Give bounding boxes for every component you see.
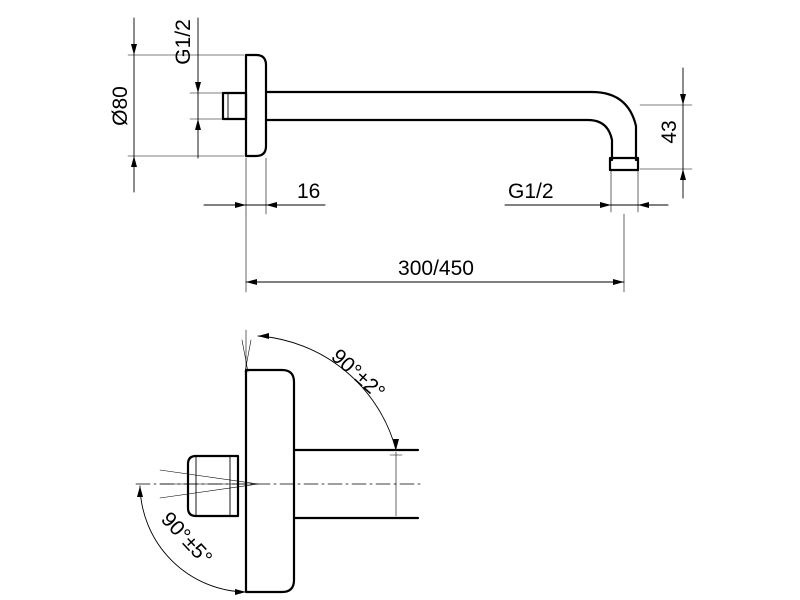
inlet-nipple: [221, 91, 248, 121]
bottom-nipple: [186, 454, 240, 518]
wall-flange: [244, 53, 268, 158]
diameter-dimension: Ø80: [109, 17, 245, 193]
drop-height-label: 43: [658, 120, 681, 143]
outlet-angle-label: 90°±2°: [327, 345, 389, 404]
outlet-thread-dimension: G1/2: [504, 170, 669, 213]
outlet-nut: [608, 156, 640, 172]
outlet-thread-label: G1/2: [508, 180, 554, 203]
tolerance-line-2: [244, 339, 252, 373]
projection-dimension: 300/450: [245, 213, 625, 293]
side-view: Ø80 G1/2 16 43: [109, 17, 693, 293]
outlet-angle-dimension: 90°±2°: [257, 333, 399, 451]
bottom-flange: [244, 368, 296, 594]
inlet-tolerance-line-2: [159, 483, 259, 499]
inlet-thread-label: G1/2: [172, 19, 195, 65]
flange-thickness-dimension: 16: [203, 157, 326, 215]
tolerance-line-1: [241, 339, 249, 373]
diameter-label: Ø80: [109, 86, 132, 126]
flange-thickness-label: 16: [297, 180, 320, 203]
drop-height-dimension: 43: [639, 67, 693, 199]
shower-arm: [264, 90, 638, 162]
projection-label: 300/450: [398, 257, 474, 280]
inlet-tolerance-line-1: [159, 469, 259, 485]
inlet-thread-dimension: G1/2: [172, 17, 223, 159]
angle-view: 90°±2° 90°±5°: [135, 329, 421, 595]
